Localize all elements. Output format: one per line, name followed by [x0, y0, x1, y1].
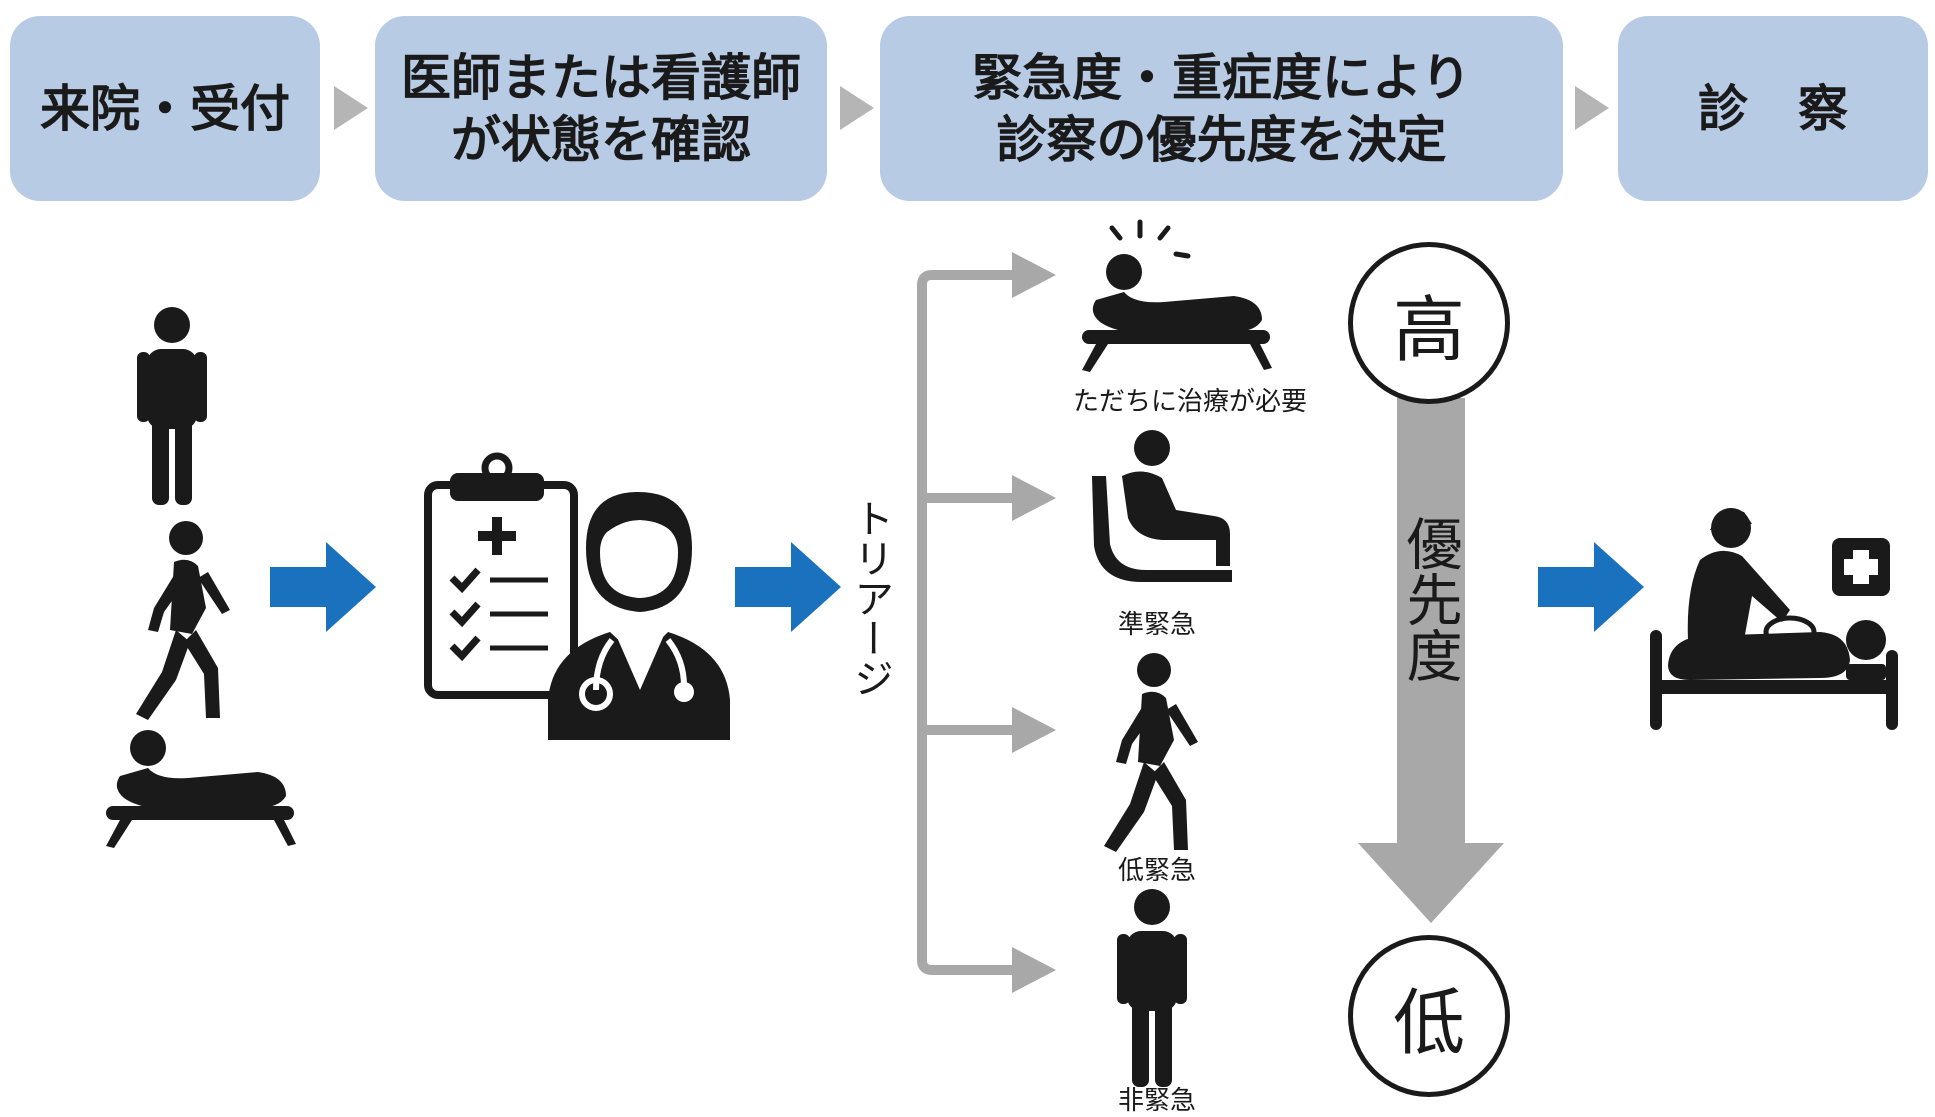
lying-patient-pain-icon	[1082, 219, 1272, 372]
priority-label: 優先度	[1397, 515, 1462, 683]
category-caption-immediate: ただちに治療が必要	[1072, 387, 1307, 417]
triage-label: トリアージ	[847, 498, 893, 698]
category-caption-non-urgent: 非緊急	[1117, 1086, 1196, 1116]
priority-arrow	[1358, 398, 1504, 923]
standing-person-icon-2	[1117, 889, 1187, 1087]
standing-person-icon	[137, 307, 207, 505]
priority-low-circle: 低	[1348, 935, 1510, 1097]
seated-person-icon	[1092, 430, 1232, 582]
step-condition-check: 医師または看護師 が状態を確認	[375, 16, 827, 201]
step-examination: 診 察	[1618, 16, 1928, 201]
step-arrow-1	[334, 86, 368, 130]
priority-low-label: 低	[1392, 980, 1465, 1065]
category-caption-semi-urgent: 準緊急	[1117, 610, 1196, 640]
blue-arrow-3	[1538, 542, 1644, 632]
walking-person-icon	[136, 521, 230, 720]
lying-patient-icon	[106, 730, 296, 848]
walking-person-icon-2	[1104, 653, 1198, 852]
priority-high-circle: 高	[1348, 242, 1510, 404]
step-arrival-reception-label: 来院・受付	[40, 79, 290, 138]
doctor-icon	[548, 492, 730, 740]
step-arrival-reception: 来院・受付	[10, 16, 320, 201]
blue-arrow-1	[270, 542, 376, 632]
step-arrow-3	[1575, 86, 1609, 130]
step-arrow-2	[840, 86, 874, 130]
step-priority-decision-label: 緊急度・重症度により 診察の優先度を決定	[972, 48, 1471, 169]
triage-branch	[917, 252, 1056, 993]
blue-arrow-2	[735, 542, 841, 632]
priority-high-label: 高	[1392, 287, 1465, 372]
step-priority-decision: 緊急度・重症度により 診察の優先度を決定	[880, 16, 1563, 201]
step-condition-check-label: 医師または看護師 が状態を確認	[401, 48, 801, 169]
step-examination-label: 診 察	[1698, 79, 1848, 138]
examination-bed-icon	[1650, 508, 1898, 730]
clipboard-icon	[424, 452, 578, 699]
category-caption-low-urgency: 低緊急	[1117, 856, 1196, 886]
